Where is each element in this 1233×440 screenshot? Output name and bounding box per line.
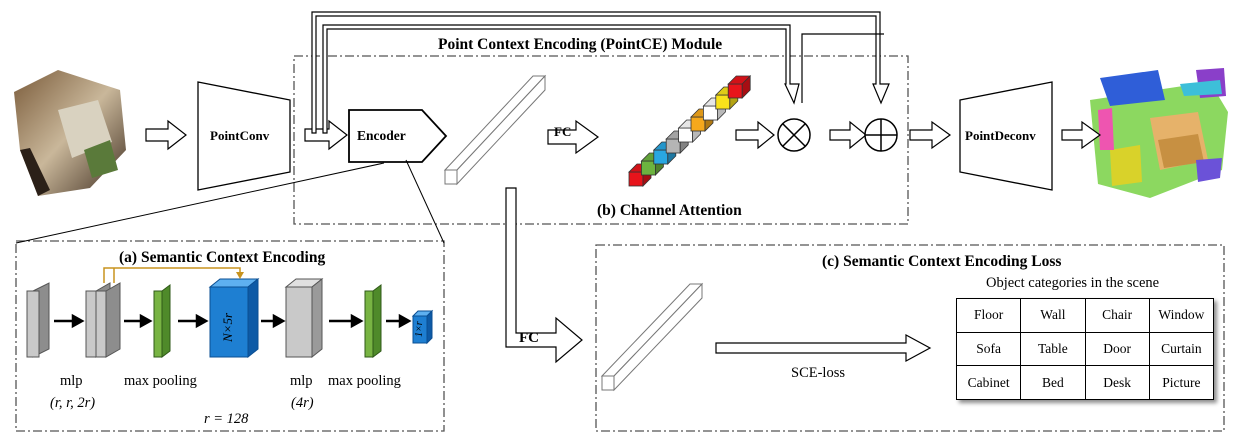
multiply-operator: [777, 118, 811, 152]
skip-pipe-return: [801, 33, 884, 103]
panel-a-title: (a) Semantic Context Encoding: [119, 249, 326, 266]
pool1-label: max pooling: [124, 373, 197, 389]
mlp-block-1: [85, 282, 121, 358]
max-pooling-block-2: [364, 284, 382, 358]
category-cell: Wall: [1020, 298, 1086, 333]
category-cell: Picture: [1148, 365, 1215, 400]
encoder-label: Encoder: [357, 128, 406, 143]
feature-tensor-block-1: [208, 277, 260, 359]
table-caption: Object categories in the scene: [986, 275, 1160, 291]
category-cell: Desk: [1084, 365, 1150, 400]
channel-attention-title: (b) Channel Attention: [597, 202, 742, 219]
mlp2-label: mlp: [290, 373, 313, 389]
skip-pipe-outer: [311, 11, 890, 134]
arrow-fc-bottom: [505, 187, 583, 364]
pointce-module-box: [293, 55, 909, 225]
pointconv-label: PointConv: [210, 128, 270, 143]
skip-pipe-inner: [322, 24, 800, 134]
arrow-sce-loss: [715, 333, 932, 363]
category-cell: Curtain: [1148, 331, 1215, 367]
mlp-block-2: [284, 277, 324, 359]
feature-vector-bottom: [600, 282, 704, 392]
category-cell: Floor: [955, 298, 1022, 333]
arrow-attention-to-mult: [735, 120, 775, 150]
arrow-mult-to-add: [829, 120, 867, 150]
tensor2-label: 1×r: [414, 321, 425, 337]
max-pooling-block-1: [153, 284, 171, 358]
feature-vector-top: [443, 74, 547, 186]
input-point-cloud-image: [14, 70, 126, 196]
category-cell: Window: [1148, 298, 1215, 333]
arrow-add-to-deconv: [909, 120, 952, 150]
category-cell: Table: [1020, 331, 1086, 367]
sce-loss-label: SCE-loss: [791, 365, 845, 381]
arrow-fc-top: [547, 119, 600, 155]
pool2-label: max pooling: [328, 373, 401, 389]
fc-bottom-label: FC: [519, 330, 539, 346]
mlp2-params: (4r): [291, 395, 314, 411]
panel-c-box: [595, 244, 1225, 432]
mlp1-params: (r, r, 2r): [50, 395, 96, 411]
pointconv-block: [197, 81, 291, 191]
r-note: r = 128: [204, 411, 249, 427]
module-title: Point Context Encoding (PointCE) Module: [438, 36, 723, 53]
attention-vector: [628, 75, 752, 187]
encoder-block: [348, 109, 448, 163]
category-cell: Bed: [1020, 365, 1086, 400]
category-cell: Sofa: [955, 331, 1022, 367]
arrow-deconv-to-output: [1061, 120, 1102, 150]
panel-c-title: (c) Semantic Context Encoding Loss: [822, 253, 1062, 270]
attention-cube: [727, 75, 752, 99]
connector-line-left: [15, 162, 385, 244]
category-cell: Cabinet: [955, 365, 1022, 400]
output-segmented-cloud-image: [1090, 68, 1228, 198]
pointdeconv-block: [959, 81, 1053, 191]
panel-a-box: [15, 240, 445, 432]
category-cell: Chair: [1084, 298, 1150, 333]
arrow-pointconv-to-encoder: [304, 119, 348, 151]
mlp1-label: mlp: [60, 373, 83, 389]
feature-tensor-block-2: [411, 309, 434, 345]
input-feature-block: [26, 282, 50, 358]
panel-a-network: [26, 267, 434, 359]
fc-top-label: FC: [554, 124, 572, 139]
tensor1-label: N×5r: [220, 312, 235, 342]
arrow-input-to-pointconv: [145, 119, 187, 151]
add-operator: [864, 118, 898, 152]
connector-line-right: [405, 159, 445, 244]
pointdeconv-label: PointDeconv: [965, 128, 1036, 143]
category-cell: Door: [1084, 331, 1150, 367]
